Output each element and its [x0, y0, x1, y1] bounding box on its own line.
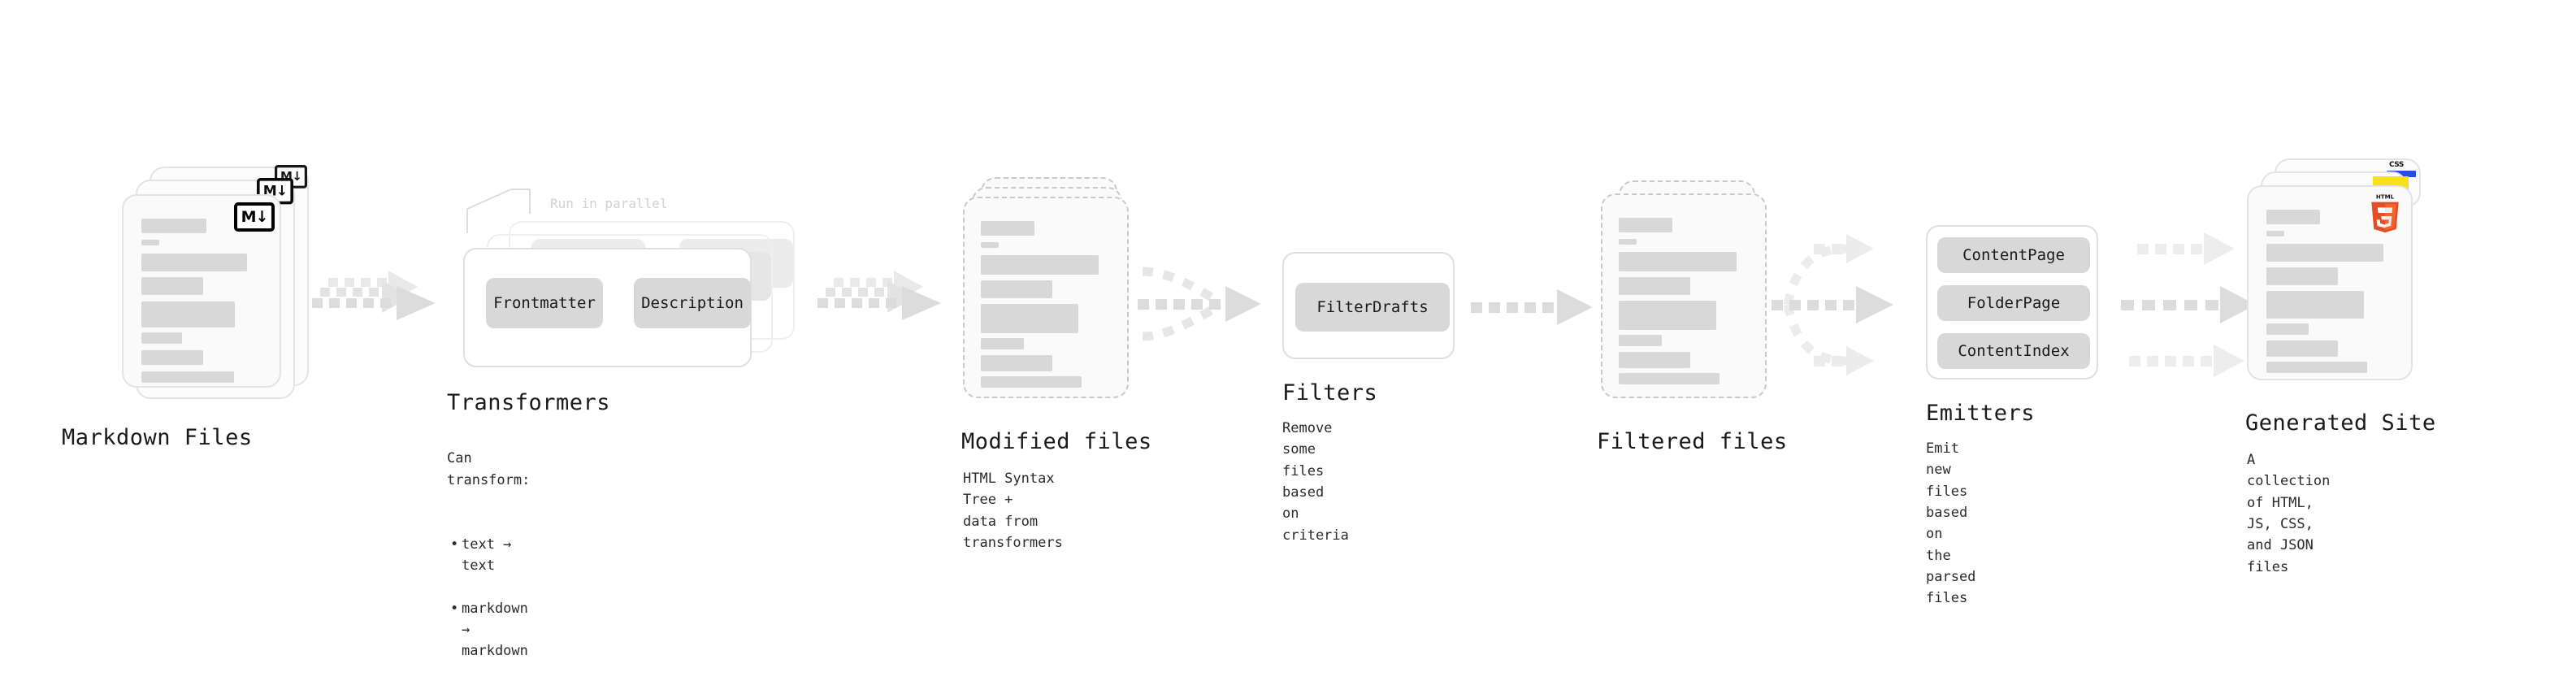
- skeleton-line: [981, 221, 1034, 236]
- stage-desc-transformers: Can transform: text → text markdown → ma…: [447, 427, 530, 681]
- skeleton-line: [141, 350, 203, 365]
- transformers-bullet-list: text → text markdown → markdown html → h…: [447, 512, 530, 681]
- skeleton-line: [141, 301, 235, 327]
- skeleton-line: [981, 338, 1024, 349]
- transformers-desc-lead: Can transform:: [447, 450, 531, 488]
- markdown-file-stack: M↓ M↓ M↓: [122, 165, 309, 419]
- stage-desc-modified-files: HTML Syntax Tree + data from transformer…: [963, 471, 1063, 552]
- svg-text:HTML: HTML: [2376, 193, 2395, 201]
- skeleton-line: [1619, 301, 1716, 330]
- stage-title-transformers: Transformers: [447, 390, 611, 415]
- site-card-front: [2247, 185, 2413, 380]
- generated-site-stack: CSS HTML: [2247, 158, 2442, 402]
- filtered-file-stack: [1601, 177, 1776, 421]
- markdown-icon-glyph: M↓: [241, 207, 269, 226]
- skeleton-line: [141, 332, 182, 344]
- arrow-emitters-to-site: [2121, 232, 2256, 377]
- stage-title-modified-files: Modified files: [961, 429, 1152, 454]
- stage-desc-emitters: Emit new files based on the parsed files: [1926, 440, 1976, 607]
- markdown-icon: M↓: [234, 202, 275, 232]
- transformers-bullet: markdown → markdown: [450, 598, 530, 662]
- arrow-filters-to-filtered: [1471, 289, 1593, 325]
- filter-pill-filterdrafts[interactable]: FilterDrafts: [1295, 283, 1450, 332]
- skeleton-line: [981, 280, 1052, 298]
- filters-panel[interactable]: FilterDrafts: [1282, 252, 1455, 359]
- skeleton-line: [2266, 362, 2367, 373]
- skeleton-line: [2266, 323, 2309, 335]
- transformer-panel-front[interactable]: Frontmatter Description: [463, 248, 752, 367]
- emitter-pill-folderpage[interactable]: FolderPage: [1937, 285, 2090, 321]
- skeleton-line: [981, 255, 1099, 275]
- skeleton-line: [2266, 210, 2320, 224]
- skeleton-line: [981, 304, 1078, 333]
- skeleton-line: [2266, 340, 2338, 357]
- skeleton-line: [1619, 277, 1690, 295]
- skeleton-line: [1619, 352, 1690, 368]
- filtered-card-front: [1601, 193, 1767, 398]
- skeleton-line: [1619, 239, 1637, 245]
- skeleton-line: [1619, 218, 1672, 232]
- emitter-pill-contentpage[interactable]: ContentPage: [1937, 237, 2090, 273]
- skeleton-line: [141, 277, 203, 295]
- transformers-bullet: text → text: [450, 534, 530, 577]
- skeleton-line: [981, 242, 999, 248]
- skeleton-line: [1619, 252, 1737, 271]
- stage-desc-generated-site: A collection of HTML, JS, CSS, and JSON …: [2247, 452, 2331, 575]
- run-in-parallel-label: Run in parallel: [550, 196, 668, 211]
- skeleton-line: [141, 254, 247, 271]
- skeleton-line: [2266, 267, 2338, 285]
- emitter-pill-contentindex[interactable]: ContentIndex: [1937, 333, 2090, 369]
- skeleton-line: [981, 355, 1052, 371]
- skeleton-line: [2266, 244, 2383, 262]
- stage-title-filtered-files: Filtered files: [1597, 429, 1788, 454]
- arrow-modified-to-filters: [1138, 267, 1261, 341]
- stage-title-filters: Filters: [1282, 380, 1378, 406]
- modified-card-front: [963, 197, 1129, 398]
- stage-title-markdown-files: Markdown Files: [62, 425, 253, 450]
- stage-title-emitters: Emitters: [1926, 401, 2036, 426]
- transformer-pill-frontmatter[interactable]: Frontmatter: [486, 278, 603, 328]
- skeleton-line: [2266, 231, 2284, 236]
- skeleton-line: [1619, 335, 1662, 346]
- stage-desc-filters: Remove some files based on criteria: [1282, 420, 1349, 544]
- stage-title-generated-site: Generated Site: [2245, 410, 2436, 436]
- emitters-panel[interactable]: ContentPage FolderPage ContentIndex: [1926, 225, 2098, 380]
- skeleton-line: [141, 371, 234, 383]
- skeleton-line: [141, 219, 206, 233]
- arrow-markdown-to-transformers: [312, 271, 436, 320]
- css3-icon-label: CSS: [2389, 161, 2404, 169]
- skeleton-line: [2266, 291, 2364, 319]
- skeleton-line: [141, 240, 159, 245]
- transformer-pill-description[interactable]: Description: [634, 278, 751, 328]
- arrow-transformers-to-modified: [817, 271, 941, 320]
- arrow-filtered-to-emitters: [1772, 234, 1893, 375]
- skeleton-line: [1619, 373, 1720, 384]
- modified-file-stack: [963, 177, 1138, 421]
- run-in-parallel-bracket: [466, 189, 531, 233]
- skeleton-line: [981, 376, 1082, 388]
- html5-icon: HTML: [2371, 193, 2399, 233]
